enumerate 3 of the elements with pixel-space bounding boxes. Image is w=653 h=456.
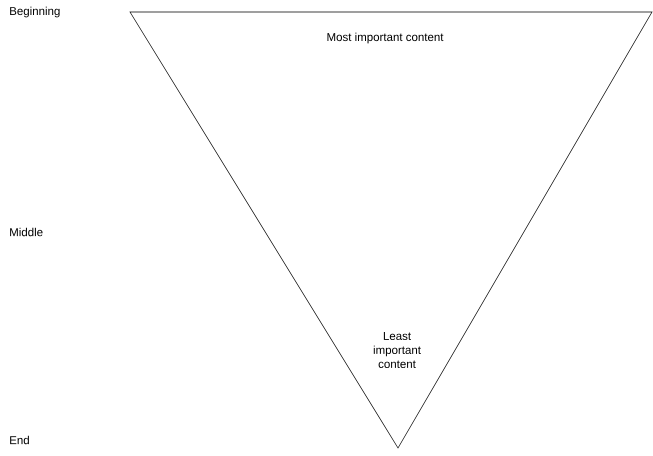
level-label: Middle [10, 228, 43, 236]
level-label: End [10, 436, 29, 444]
level-label: Beginning [10, 6, 60, 18]
